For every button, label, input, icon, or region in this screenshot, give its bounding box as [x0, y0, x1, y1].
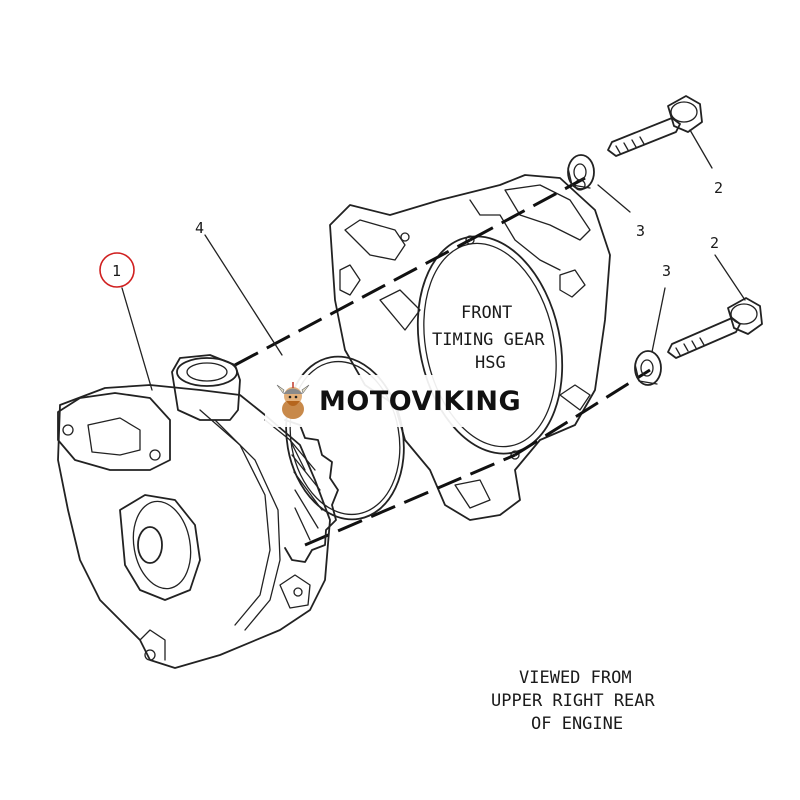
washer-lower — [634, 350, 662, 386]
callout-4: 4 — [195, 219, 204, 237]
housing-label-line3: HSG — [475, 353, 506, 373]
o-ring-seal — [285, 355, 405, 521]
callout-3-upper: 3 — [636, 222, 645, 240]
callout-1: 1 — [112, 262, 121, 280]
water-pump-assembly — [57, 354, 339, 669]
callout-3-lower: 3 — [662, 262, 671, 280]
timing-gear-housing: FRONT TIMING GEAR HSG — [329, 174, 611, 521]
view-caption: VIEWED FROM UPPER RIGHT REAR OF ENGINE — [491, 668, 656, 734]
view-caption-line1: VIEWED FROM — [519, 668, 632, 688]
watermark-text: MOTOVIKING — [319, 385, 522, 417]
callout-2-lower: 2 — [710, 234, 719, 252]
housing-label-line2: TIMING GEAR — [432, 330, 545, 350]
view-caption-line3: OF ENGINE — [531, 714, 623, 734]
bolt-lower — [667, 297, 763, 359]
assembly-guide-lines — [234, 176, 651, 547]
callout-2-upper: 2 — [714, 179, 723, 197]
highlight-circle — [99, 252, 135, 288]
bolt-upper — [607, 95, 703, 157]
washer-upper — [567, 154, 595, 190]
view-caption-line2: UPPER RIGHT REAR — [491, 691, 656, 711]
motoviking-watermark: MOTOVIKING — [265, 375, 535, 427]
leader-lines — [121, 129, 746, 391]
housing-label-line1: FRONT — [461, 303, 512, 323]
viking-mascot-icon — [276, 382, 310, 419]
